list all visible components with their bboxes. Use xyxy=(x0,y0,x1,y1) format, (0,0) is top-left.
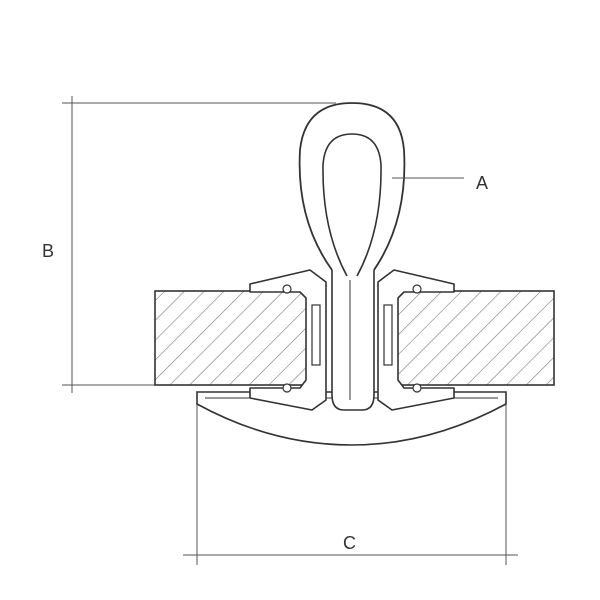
clamp-right-slot xyxy=(383,304,393,366)
clamp-left-bolt-top xyxy=(282,284,292,294)
dimension-b xyxy=(62,96,336,393)
clamp-right-bolt-bottom xyxy=(412,383,422,393)
clamp-right-bolt-top xyxy=(412,284,422,294)
clamp-right xyxy=(377,269,455,411)
glass-panel-left xyxy=(154,290,309,386)
label-c: C xyxy=(343,533,356,553)
loop-stem xyxy=(331,268,375,411)
dimension-c xyxy=(183,400,518,565)
clamp-left-slot xyxy=(311,304,321,366)
label-b: B xyxy=(42,241,55,261)
clamp-left-bolt-bottom xyxy=(282,383,292,393)
base-plate xyxy=(196,391,507,446)
glass-panel-right xyxy=(395,290,555,386)
loop-handle-inner xyxy=(322,133,382,277)
label-a: A xyxy=(476,173,489,193)
clamp-left xyxy=(249,269,327,411)
